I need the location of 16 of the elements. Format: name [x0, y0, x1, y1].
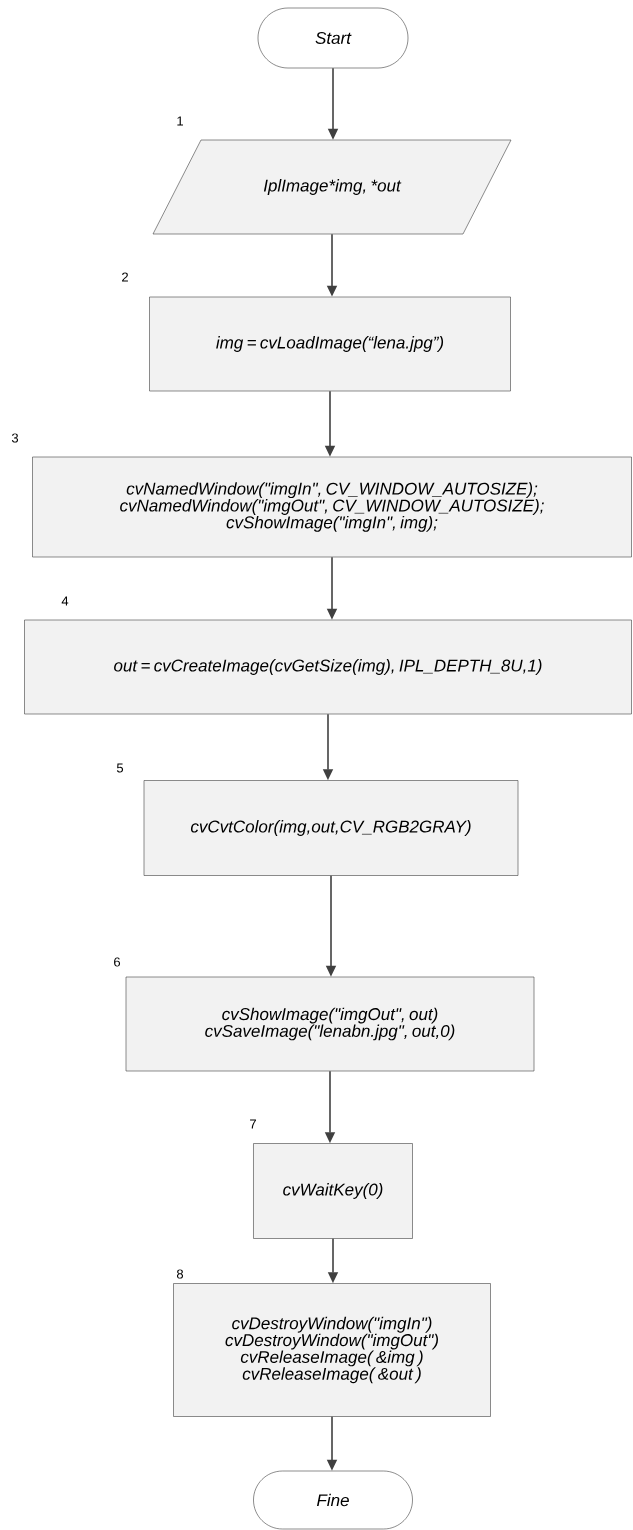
process-box: cvDestroyWindow("imgIn") cvDestroyWindow("imgOut") cvReleaseImage( &img ) cvReleaseImage( &out ): [173, 1283, 491, 1417]
input-parallelogram: IplImage*img, *out: [152, 139, 512, 235]
process-box: cvCvtColor(img,out,CV_RGB2GRAY): [143, 780, 519, 876]
process-box: cvNamedWindow("imgIn", CV_WINDOW_AUTOSIZE); cvNamedWindow("imgOut", CV_WINDOW_AUTOSIZE); cvShowImage("imgIn", img);: [32, 456, 632, 558]
step-number: 4: [61, 596, 69, 606]
step-number: 8: [176, 1269, 184, 1279]
process-box: img = cvLoadImage(“lena.jpg”): [149, 296, 511, 392]
step-number: 2: [122, 272, 128, 282]
process-box: out = cvCreateImage(cvGetSize(img), IPL_DEPTH_8U,1): [24, 619, 632, 715]
step-number: 5: [116, 763, 124, 773]
step-number: 6: [114, 957, 121, 967]
step-number: 1: [177, 116, 183, 126]
process-box: cvShowImage("imgOut", out) cvSaveImage("lenabn.jpg", out,0): [125, 976, 535, 1072]
step-number: 7: [250, 1119, 256, 1129]
step-number: 3: [11, 433, 19, 443]
process-box: cvWaitKey(0): [253, 1143, 413, 1239]
